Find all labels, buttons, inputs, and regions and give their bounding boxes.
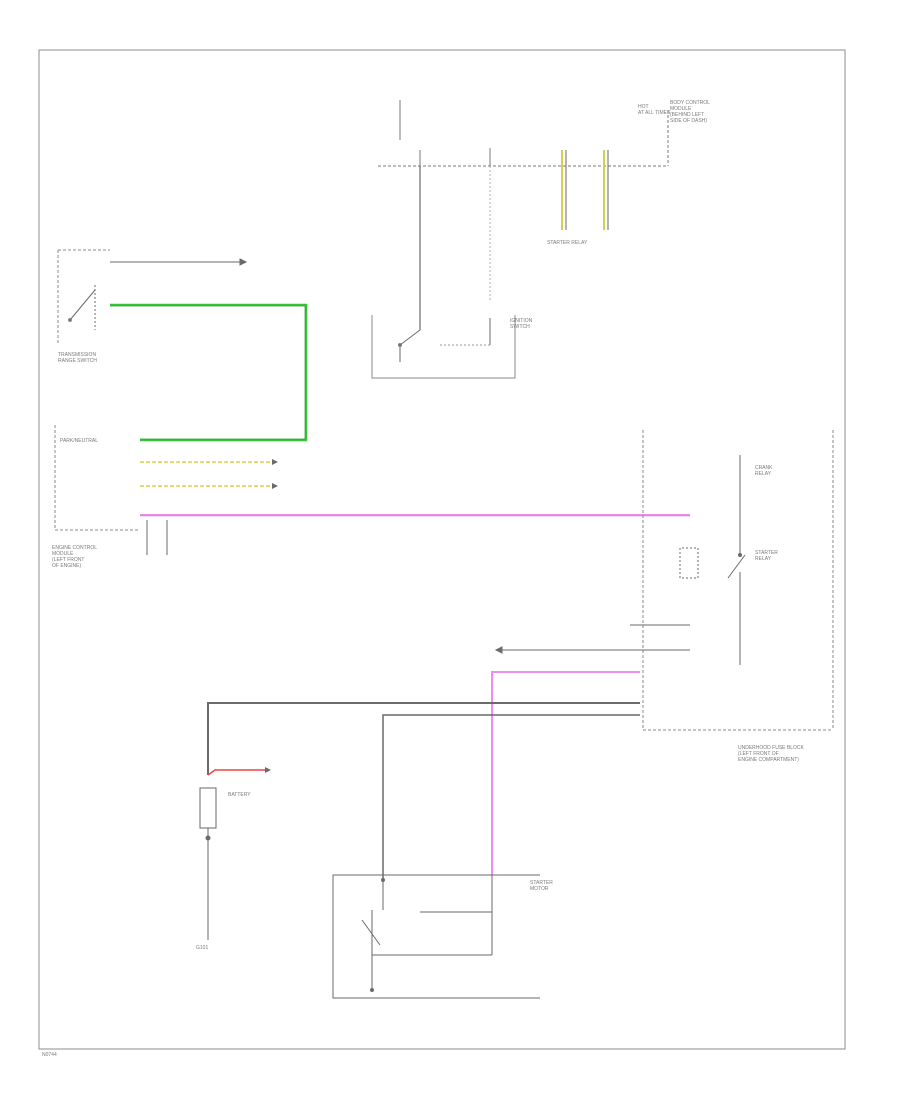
crank-relay-label: CRANK RELAY [755,465,773,477]
transmission-range-switch-label: TRANSMISSION RANGE SWITCH [58,352,97,364]
battery-cable [207,702,640,775]
starter-feed-cable [382,714,640,880]
starter-relay-coil-label: STARTER RELAY [547,240,588,246]
starter-motor-label: STARTER MOTOR [530,880,553,892]
ignition-feed-wires [419,166,491,330]
fusible-link [207,769,265,776]
body-control-module-label: BODY CONTROL MODULE (BEHIND LEFT SIDE OF… [670,100,710,124]
diagram-frame [38,49,846,1050]
body-control-module [378,100,669,167]
starter-motor [332,874,540,999]
underhood-fuse-block-label: UNDERHOOD FUSE BLOCK (LEFT FRONT OF ENGI… [738,745,804,763]
starter-solenoid-wire [491,671,640,875]
ecm-data-wires [140,459,278,489]
hot-at-all-times-label: HOT AT ALL TIMES [638,104,671,116]
transmission-range-switch [57,249,110,345]
park-neutral-wire [110,303,308,442]
data-link-wires [561,150,609,230]
crank-relay [679,455,746,665]
engine-control-module [54,425,140,531]
underhood-fuse-block [642,430,834,731]
starter-relay-fuse-label: STARTER RELAY [755,550,778,562]
ignition-switch-label: IGNITION SWITCH [510,318,533,330]
battery-label: BATTERY [228,792,251,798]
ignition-switch [371,315,516,379]
engine-control-module-label: ENGINE CONTROL MODULE (LEFT FRONT OF ENG… [52,545,98,569]
top-left-wire [110,258,248,266]
ground-point-label: G101 [196,945,209,951]
park-neutral-label: PARK/NEUTRAL [60,438,98,444]
footer-code: N0744 [42,1052,57,1058]
fuse-block-wires [494,624,690,654]
battery-symbol [199,787,217,940]
